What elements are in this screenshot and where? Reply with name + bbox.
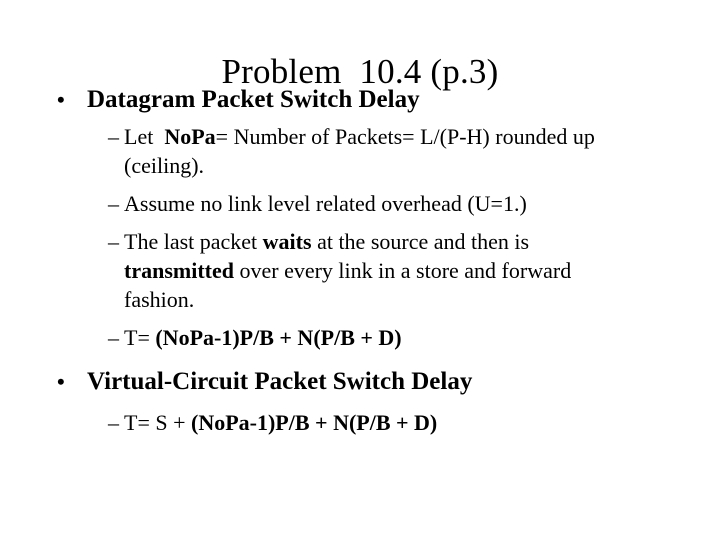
body-text: at the source and then is [311,229,535,254]
bullet-dot-icon: • [57,87,65,112]
sub-bullet-virtual-circuit-formula: – T= S + (NoPa-1)P/B + N(P/B + D) [0,408,720,437]
sub-bullet-label: Let NoPa= Number of Packets= L/(P-H) rou… [124,122,642,180]
dash-icon: – [108,325,119,350]
sub-bullet-assume-no-overhead: – Assume no link level related overhead … [0,189,720,218]
sub-bullet-label: The last packet waits at the source and … [124,227,642,314]
dash-icon: – [108,410,119,435]
slide-body: • Datagram Packet Switch Delay – Let NoP… [0,84,720,437]
sub-bullet-label: T= (NoPa-1)P/B + N(P/B + D) [124,323,642,352]
emphasis-text: (NoPa-1)P/B + N(P/B + D) [191,410,438,435]
body-text: T= [124,325,156,350]
dash-icon: – [108,191,119,216]
spacer [0,399,720,408]
dash-icon: – [108,124,119,149]
sub-bullet-label: Assume no link level related overhead (U… [124,189,642,218]
body-text: = Number of Packets= L/(P-H) rounded up … [124,124,601,178]
sub-bullet-datagram-formula: – T= (NoPa-1)P/B + N(P/B + D) [0,323,720,352]
emphasis-text: NoPa [164,124,216,149]
body-text: Let [124,124,165,149]
spacer [0,352,720,366]
spacer [0,314,720,323]
body-text: over every link in a store and forward f… [124,258,577,312]
bullet-label: Datagram Packet Switch Delay [87,86,420,113]
bullet-dot-icon: • [57,369,65,394]
dash-icon: – [108,229,119,254]
bullet-virtual-circuit-packet-switch-delay: • Virtual-Circuit Packet Switch Delay [0,366,720,397]
body-text: T= S + [124,410,191,435]
bullet-datagram-packet-switch-delay: • Datagram Packet Switch Delay [0,84,720,115]
sub-bullet-nopa-definition: – Let NoPa= Number of Packets= L/(P-H) r… [0,122,720,180]
body-text: The last packet [124,229,263,254]
page-title: Problem 10.4 (p.3) [221,52,499,92]
emphasis-text: transmitted [124,258,234,283]
sub-bullet-label: T= S + (NoPa-1)P/B + N(P/B + D) [124,408,642,437]
emphasis-text: (NoPa-1)P/B + N(P/B + D) [155,325,402,350]
body-text: Assume no link level related overhead (U… [124,191,527,216]
bullet-label: Virtual-Circuit Packet Switch Delay [87,368,473,395]
spacer [0,218,720,227]
emphasis-text: waits [262,229,312,254]
spacer [0,180,720,189]
sub-bullet-last-packet-waits: – The last packet waits at the source an… [0,227,720,314]
